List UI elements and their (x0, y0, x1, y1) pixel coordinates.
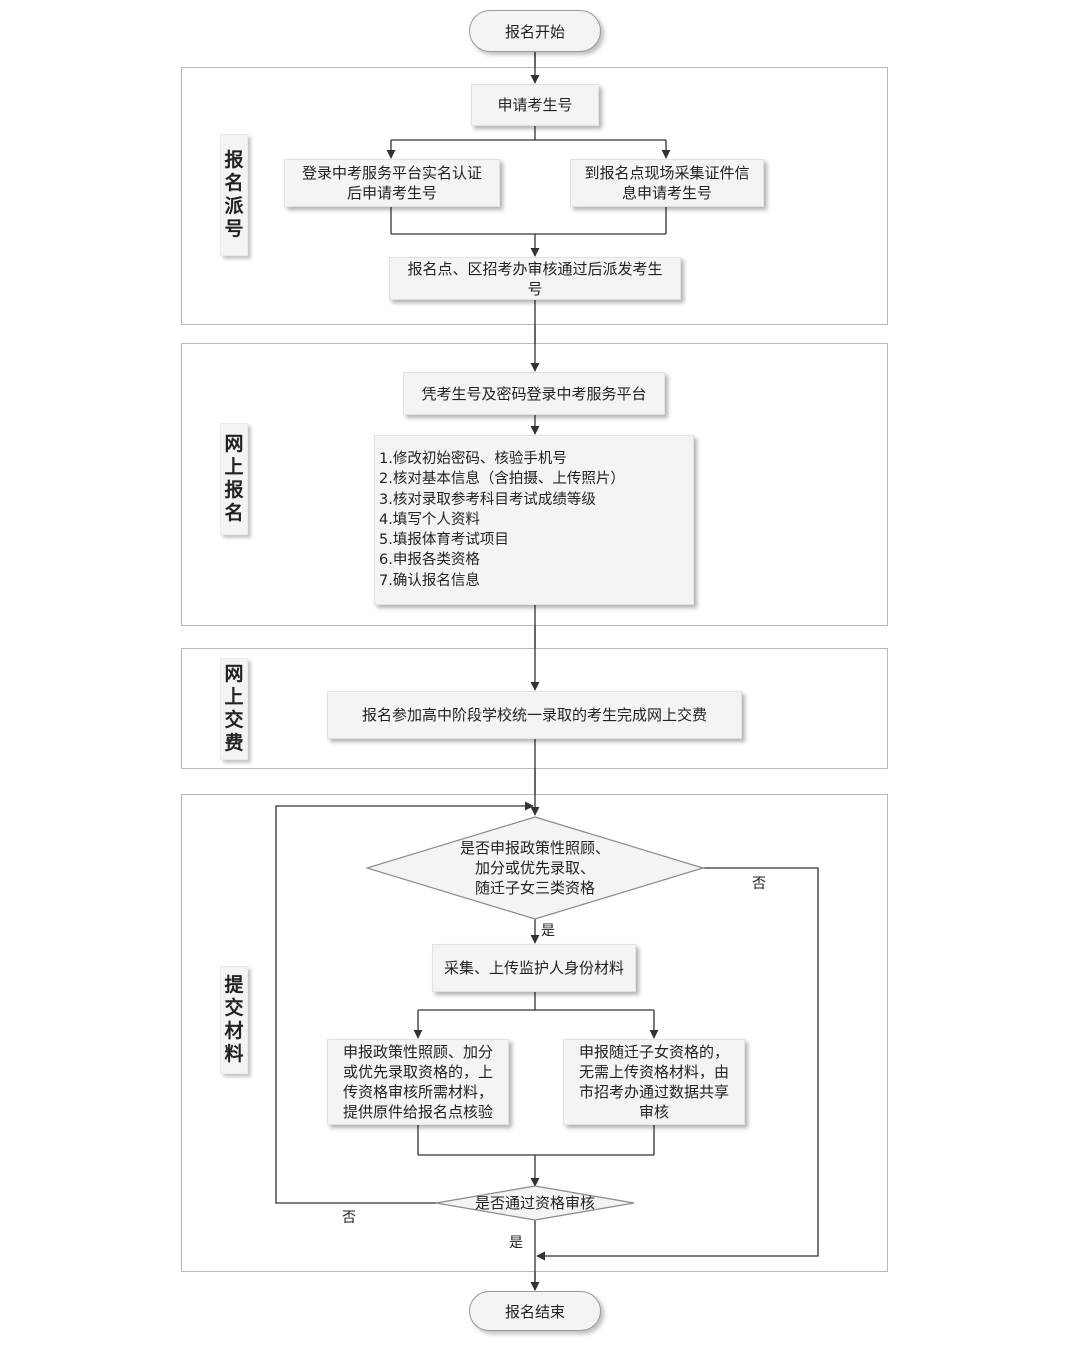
edge-label-yes-collect: 是 (541, 923, 555, 939)
task-item: 5.填报体育考试项目 (379, 532, 509, 549)
task-item: 2.核对基本信息（含拍摄、上传照片） (379, 471, 625, 488)
start-text: 报名开始 (504, 22, 565, 41)
decision-pass-check: 是否通过资格审核 (440, 1192, 630, 1214)
section-label-text: 网上交费 (224, 663, 244, 754)
step-migrant-qualification: 申报随迁子女资格的， 无需上传资格材料，由 市招考办通过数据共享 审核 (563, 1039, 745, 1125)
step-online-payment: 报名参加高中阶段学校统一录取的考生完成网上交费 (327, 691, 742, 739)
step-text-line: 申报随迁子女资格的， (578, 1043, 729, 1061)
step-task-list: 1.修改初始密码、核验手机号 2.核对基本信息（含拍摄、上传照片） 3.核对录取… (374, 435, 694, 605)
step-text-line: 传资格审核所需材料， (342, 1083, 493, 1101)
step-text-line: 息申请考生号 (621, 184, 712, 202)
section-label-submit-materials: 提交材料 (220, 966, 248, 1074)
edge-label-no-loop: 否 (342, 1210, 356, 1226)
step-text: 凭考生号及密码登录中考服务平台 (421, 384, 647, 403)
edge-label-yes-end: 是 (509, 1235, 523, 1251)
section-label-text: 报名派号 (224, 149, 244, 240)
step-apply-number: 申请考生号 (471, 84, 599, 126)
section-label-online-registration: 网上报名 (220, 423, 248, 535)
decision-text-line: 加分或优先录取、 (474, 859, 595, 877)
step-assign-number: 报名点、区招考办审核通过后派发考生 号 (389, 257, 681, 300)
decision-text-line: 是否申报政策性照顾、 (459, 839, 610, 857)
step-text-line: 提供原件给报名点核验 (342, 1103, 493, 1121)
step-text-line: 号 (527, 279, 543, 298)
end-text: 报名结束 (504, 1302, 565, 1321)
task-item: 7.确认报名信息 (379, 572, 480, 589)
start-terminal: 报名开始 (469, 10, 601, 52)
step-text: 采集、上传监护人身份材料 (443, 959, 624, 977)
step-onsite-apply: 到报名点现场采集证件信 息申请考生号 (570, 159, 764, 207)
task-item: 4.填写个人资料 (379, 511, 480, 528)
section-label-registration-number: 报名派号 (220, 134, 248, 256)
step-text-line: 审核 (638, 1103, 669, 1121)
step-login-platform: 凭考生号及密码登录中考服务平台 (403, 372, 665, 415)
step-text: 报名参加高中阶段学校统一录取的考生完成网上交费 (361, 706, 707, 724)
task-item: 6.申报各类资格 (379, 552, 480, 569)
step-text-line: 或优先录取资格的，上 (342, 1063, 493, 1081)
step-text-line: 报名点、区招考办审核通过后派发考生 (407, 259, 663, 278)
section-label-text: 提交材料 (224, 974, 244, 1065)
step-online-apply: 登录中考服务平台实名认证 后申请考生号 (284, 159, 500, 207)
end-terminal: 报名结束 (469, 1291, 601, 1331)
task-item: 1.修改初始密码、核验手机号 (379, 451, 567, 467)
decision-text-line: 随迁子女三类资格 (474, 879, 595, 897)
step-text-line: 到报名点现场采集证件信 (584, 164, 750, 182)
section-label-online-payment: 网上交费 (220, 658, 248, 760)
step-text-line: 申报政策性照顾、加分 (342, 1043, 493, 1061)
step-text-line: 登录中考服务平台实名认证 (301, 164, 482, 182)
task-item: 3.核对录取参考科目考试成绩等级 (379, 491, 596, 508)
step-text-line: 无需上传资格材料，由 (578, 1063, 729, 1081)
step-text-line: 后申请考生号 (346, 184, 437, 202)
decision-qualify: 是否申报政策性照顾、 加分或优先录取、 随迁子女三类资格 (400, 836, 670, 900)
section-label-text: 网上报名 (224, 433, 244, 524)
step-policy-qualification: 申报政策性照顾、加分 或优先录取资格的，上 传资格审核所需材料， 提供原件给报名… (327, 1039, 509, 1125)
step-text: 申请考生号 (497, 96, 573, 114)
step-text-line: 市招考办通过数据共享 (578, 1083, 729, 1101)
edge-label-no-skip: 否 (752, 876, 766, 892)
decision-text: 是否通过资格审核 (474, 1194, 595, 1212)
step-collect-guardian-materials: 采集、上传监护人身份材料 (432, 944, 636, 992)
